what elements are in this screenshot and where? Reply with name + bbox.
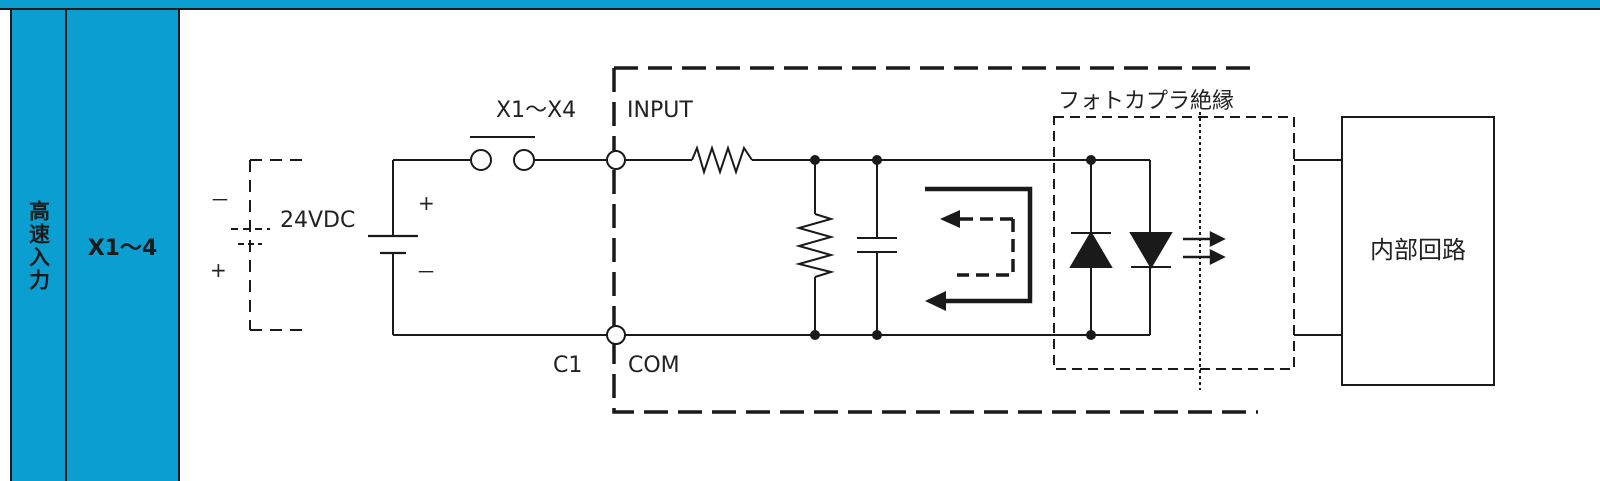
- com-terminal: [606, 325, 626, 345]
- com-label: COM: [628, 353, 680, 378]
- internal-circuit-block: [1341, 116, 1495, 386]
- reverse-diode: [1069, 160, 1113, 335]
- isolation-label: フォトカプラ絶縁: [1058, 89, 1234, 114]
- shunt-resistor: [795, 160, 835, 335]
- terminal-cell: X1～4: [67, 10, 180, 481]
- light-emission-arrows: [1183, 230, 1226, 266]
- input-switch: [470, 136, 535, 171]
- minus-sign: －: [416, 260, 436, 284]
- current-flow-arrows: [925, 186, 1033, 311]
- photocoupler-led: [1129, 232, 1173, 269]
- input-terminal: [606, 150, 626, 170]
- filter-capacitor: [857, 160, 897, 335]
- voltage-label: 24VDC: [280, 208, 355, 233]
- series-resistor: [691, 144, 753, 176]
- plus-sign: +: [418, 191, 435, 215]
- main-wiring: [392, 159, 1151, 336]
- internal-circuit-label: 内部回路: [1370, 236, 1466, 264]
- internal-connections: [1294, 159, 1342, 336]
- c1-label: C1: [553, 353, 582, 378]
- junction-dots: [810, 155, 1096, 340]
- input-label: INPUT: [627, 98, 693, 123]
- table-left-margin: [0, 10, 10, 481]
- alt-minus-sign: －: [210, 188, 230, 212]
- photocoupler-box: [1053, 116, 1295, 370]
- category-cell: 高速入力: [10, 10, 67, 481]
- switch-label: X1～X4: [496, 98, 576, 123]
- category-label: 高速入力: [26, 199, 51, 292]
- module-boundary: [612, 66, 1258, 414]
- table-top-bar: [0, 0, 1600, 10]
- terminal-label: X1～4: [87, 235, 158, 261]
- alt-plus-sign: +: [210, 258, 227, 282]
- alternative-battery: [231, 228, 270, 245]
- battery-24vdc: [368, 234, 418, 255]
